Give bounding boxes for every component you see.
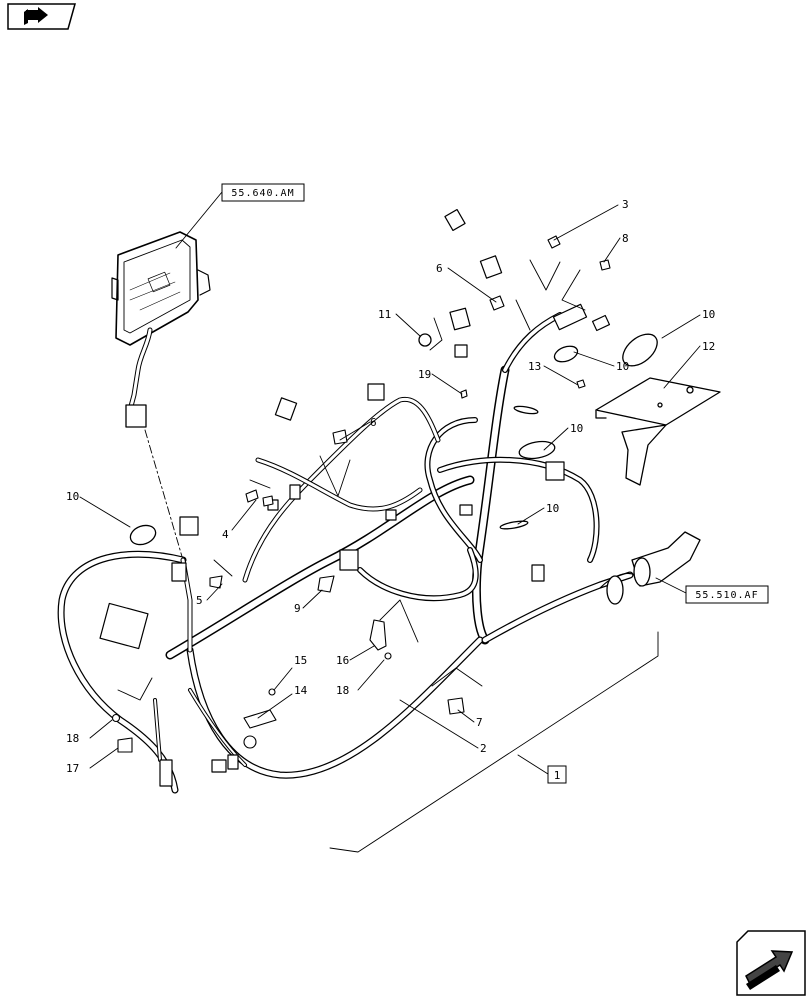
callout-2: 2	[480, 742, 487, 755]
callout-7: 7	[476, 716, 483, 729]
callout-11: 11	[378, 308, 391, 321]
callout-14: 14	[294, 684, 308, 697]
callout-10: 10	[570, 422, 583, 435]
top-nav-button[interactable]	[4, 3, 76, 30]
callout-6: 6	[370, 416, 377, 429]
main-harness[interactable]	[57, 312, 634, 794]
connectors[interactable]	[99, 208, 611, 787]
callout-18: 18	[336, 684, 349, 697]
callout-13: 13	[528, 360, 541, 373]
next-page-button[interactable]	[736, 930, 806, 996]
reference-right-label: 55.510.AF	[695, 590, 758, 601]
reference-top-label: 55.640.AM	[231, 188, 294, 199]
round-connector[interactable]	[599, 531, 701, 605]
leader-lines	[79, 204, 701, 853]
small-parts	[111, 235, 611, 753]
reference-box-top[interactable]: 55.640.AM	[221, 183, 305, 202]
book-arrow-icon	[7, 3, 76, 30]
grommet-rings	[129, 333, 658, 546]
next-page-arrow-icon	[736, 930, 806, 996]
callout-12: 12	[702, 340, 715, 353]
callout-10: 10	[66, 490, 79, 503]
grouping-marks	[117, 259, 586, 701]
reference-box-right[interactable]: 55.510.AF	[685, 585, 769, 604]
callout-6: 6	[436, 262, 443, 275]
callout-18: 18	[66, 732, 79, 745]
callout-17: 17	[66, 762, 79, 775]
callout-4: 4	[222, 528, 229, 541]
control-module[interactable]	[111, 231, 211, 428]
callout-1: 1	[554, 769, 561, 782]
callout-10: 10	[616, 360, 629, 373]
callout-3: 3	[622, 198, 629, 211]
bracket[interactable]	[595, 377, 721, 486]
callout-19: 19	[418, 368, 431, 381]
callout-15: 15	[294, 654, 307, 667]
callout-9: 9	[294, 602, 301, 615]
callout-10: 10	[546, 502, 559, 515]
item-1-box[interactable]: 1	[547, 765, 567, 784]
callout-numbers: 3 8 6 11 10 12 13 10 19 6 10 10 10 4 5 9…	[66, 198, 715, 775]
callout-16: 16	[336, 654, 349, 667]
callout-5: 5	[196, 594, 203, 607]
callout-10: 10	[702, 308, 715, 321]
callout-8: 8	[622, 232, 629, 245]
